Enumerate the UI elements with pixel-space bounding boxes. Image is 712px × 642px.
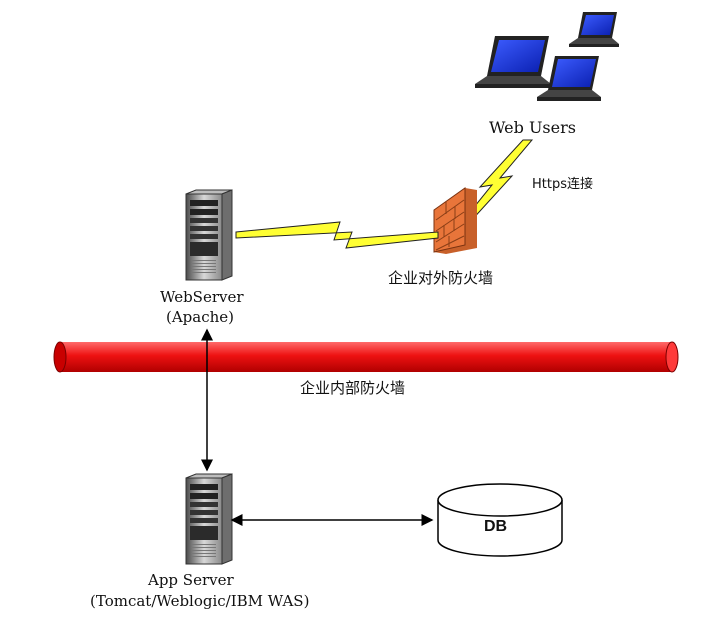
database-icon	[437, 483, 563, 557]
server-icon	[185, 473, 233, 565]
app-server-label: App Server	[147, 571, 234, 589]
web-server-sublabel: (Apache)	[166, 308, 234, 326]
app-server-sublabel: (Tomcat/Weblogic/IBM WAS)	[90, 592, 309, 610]
internal-firewall-label: 企业内部防火墙	[300, 379, 405, 397]
lightning-bolt-icon	[235, 221, 439, 249]
web-users-group: Web Users	[475, 12, 619, 137]
web-users-label: Web Users	[489, 118, 576, 137]
external-firewall-label: 企业对外防火墙	[388, 269, 493, 287]
firewall-brick-icon	[433, 187, 477, 254]
server-icon	[185, 189, 233, 281]
internal-firewall-pipe	[53, 341, 679, 373]
laptop-icon	[475, 36, 551, 88]
https-link-label: Https连接	[532, 176, 593, 192]
laptop-icon	[569, 12, 619, 47]
db-label: DB	[484, 518, 507, 535]
laptop-icon	[537, 56, 601, 101]
web-server-label: WebServer	[160, 288, 244, 306]
